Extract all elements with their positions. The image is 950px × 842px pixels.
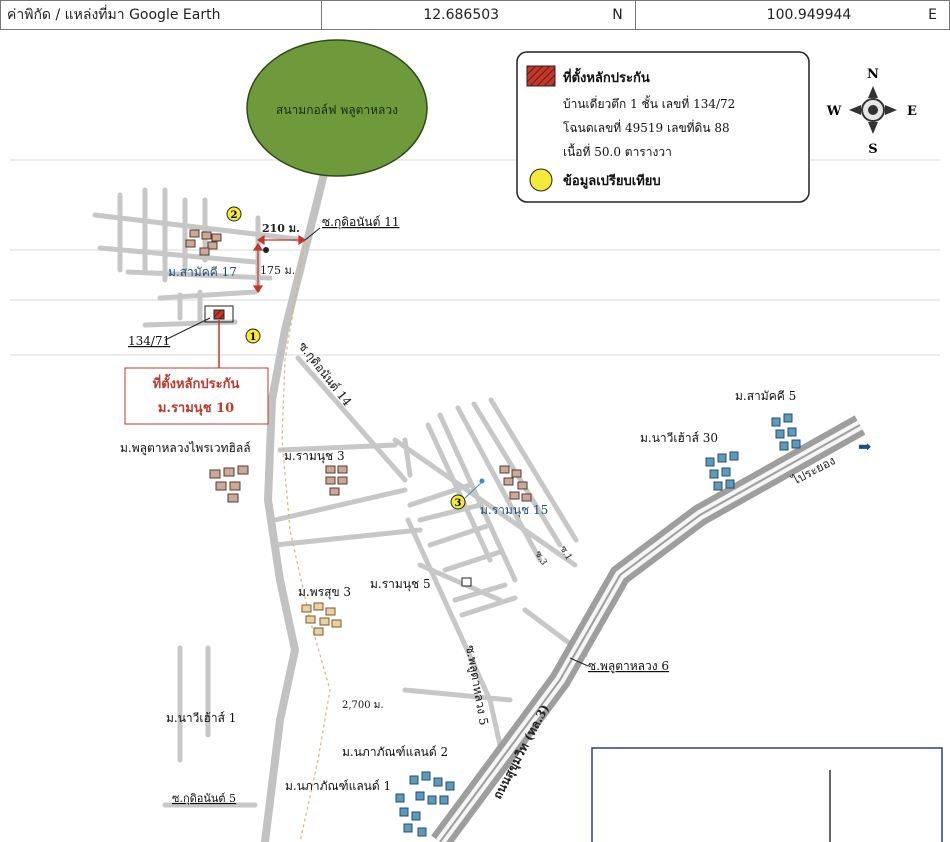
to-rayong-arrow-icon: ➡ xyxy=(858,437,871,456)
latitude-cell: 12.686503 N xyxy=(322,1,636,29)
legend-line2: โฉนดเลขที่ 49519 เลขที่ดิน 88 xyxy=(563,119,730,135)
subject-callout-title: ที่ตั้งหลักประกัน xyxy=(153,373,240,392)
label-napa-2: ม.นภาภัณฑ์แลนด์ 2 xyxy=(342,745,448,759)
legend-comparison: ข้อมูลเปรียบเทียบ xyxy=(563,173,661,189)
plot-leader xyxy=(164,317,211,341)
label-napa-1: ม.นภาภัณฑ์แลนด์ 1 xyxy=(285,779,391,793)
measure-175 xyxy=(252,242,264,294)
label-soi-kuchon-5: ซ.กุดิอนันต์ 5 xyxy=(172,792,236,805)
main-road-kuchon xyxy=(261,166,329,842)
label-ramnut-3: ม.รามนุช 3 xyxy=(284,449,345,464)
source-cell: ค่าพิกัด / แหล่งที่มา Google Earth xyxy=(1,1,323,29)
label-sammakkhi-17: ม.สามัคคี 17 xyxy=(168,265,237,279)
svg-text:2: 2 xyxy=(231,210,238,221)
label-nawee-30: ม.นาวีเฮ้าส์ 30 xyxy=(640,431,718,445)
house-cluster-ramnut-3 xyxy=(325,465,348,496)
house-cluster-phonsuk-3 xyxy=(301,602,342,636)
legend-title: ที่ตั้งหลักประกัน xyxy=(563,67,650,86)
comparison-marker-1: 1 xyxy=(245,328,261,344)
label-soi-kuchon-11: ซ.กุดิอนันต์ 11 xyxy=(322,215,400,230)
label-soi-plutaluang-6: ซ.พลูตาหลวง 6 xyxy=(588,659,669,674)
measure-210 xyxy=(256,234,307,246)
marker-3-dot xyxy=(479,478,485,484)
coordinates-header: ค่าพิกัด / แหล่งที่มา Google Earth 12.68… xyxy=(0,0,950,30)
svg-text:1: 1 xyxy=(250,332,257,343)
label-134-71: 134/71 xyxy=(128,334,170,348)
latitude-value: 12.686503 xyxy=(423,7,500,23)
label-plutaluang-pine: ม.พลูตาหลวงไพรเวทฮิลล์ xyxy=(120,441,251,456)
longitude-value: 100.949944 xyxy=(766,7,852,23)
label-175: 175 ม. xyxy=(260,264,295,277)
house-cluster-nawee-30 xyxy=(705,451,739,491)
compass-s: S xyxy=(868,142,877,157)
label-210: 210 ม. xyxy=(262,222,300,235)
house-cluster-ramnut-15 xyxy=(499,465,532,502)
comparison-swatch xyxy=(529,168,553,192)
junction-dot xyxy=(263,247,269,253)
label-phonsuk-3: ม.พรสุข 3 xyxy=(298,585,351,600)
label-2700: 2,700 ม. xyxy=(342,700,384,711)
house-cluster-pine-hill xyxy=(209,465,249,503)
dashed-route xyxy=(281,239,331,842)
label-soi-kuchon-14: ซ.กุดิอนันต์ 14 xyxy=(295,339,355,410)
compass-w: W xyxy=(826,104,842,119)
legend-box: ที่ตั้งหลักประกัน บ้านเดี่ยวตึก 1 ชั้น เ… xyxy=(516,51,810,203)
legend-line3: เนื้อที่ 50.0 ตารางวา xyxy=(563,143,672,159)
golf-course: สนามกอล์ฟ พลูตาหลวง xyxy=(246,39,428,177)
plutaluang-6-leader xyxy=(569,657,589,667)
label-nawee-1: ม.นาวีเฮ้าส์ 1 xyxy=(166,711,236,725)
subject-property-marker xyxy=(213,309,225,320)
minor-roads xyxy=(92,187,588,808)
compass-n: N xyxy=(867,67,879,82)
house-cluster-sammakkhi-17 xyxy=(185,229,222,256)
inset-frame xyxy=(591,747,943,842)
comparison-marker-3: 3 xyxy=(450,494,466,510)
legend-line1: บ้านเดี่ยวตึก 1 ชั้น เลขที่ 134/72 xyxy=(563,95,735,111)
house-cluster-sammakkhi-5 xyxy=(771,413,801,451)
longitude-dir: E xyxy=(928,7,938,23)
subject-callout xyxy=(124,367,269,425)
comparison-marker-2: 2 xyxy=(226,206,242,222)
compass-e: E xyxy=(907,104,917,119)
longitude-cell: 100.949944 E xyxy=(636,1,949,29)
house-cluster-napa xyxy=(395,771,455,837)
location-map: ➡ ไประยอง ถนนสุขุมวิท (ทล.3) สนามกอล์ฟ พ… xyxy=(10,39,943,842)
label-ramnut-15: ม.รามนุช 15 xyxy=(480,503,548,518)
label-soi-3: ซ.3 xyxy=(532,550,548,568)
sukhumvit-highway xyxy=(431,415,866,842)
kuchon-11-leader xyxy=(304,227,321,241)
source-label: ค่าพิกัด / แหล่งที่มา Google Earth xyxy=(7,7,221,23)
label-ramnut-5: ม.รามนุช 5 xyxy=(370,577,431,592)
label-sammakkhi-5: ม.สามัคคี 5 xyxy=(735,389,796,403)
svg-text:3: 3 xyxy=(455,498,462,509)
compass-icon: N S E W xyxy=(826,67,917,157)
marker-3-leader xyxy=(464,481,483,499)
latitude-dir: N xyxy=(612,7,623,23)
subject-callout-village: ม.รามนุช 10 xyxy=(158,401,234,416)
label-soi-plutaluang-5: ซ.พลูตาหลวง 5 xyxy=(462,644,491,726)
subject-swatch xyxy=(526,65,556,87)
ramnut-5-house-icon xyxy=(461,577,472,587)
golf-course-label: สนามกอล์ฟ พลูตาหลวง xyxy=(276,103,398,118)
